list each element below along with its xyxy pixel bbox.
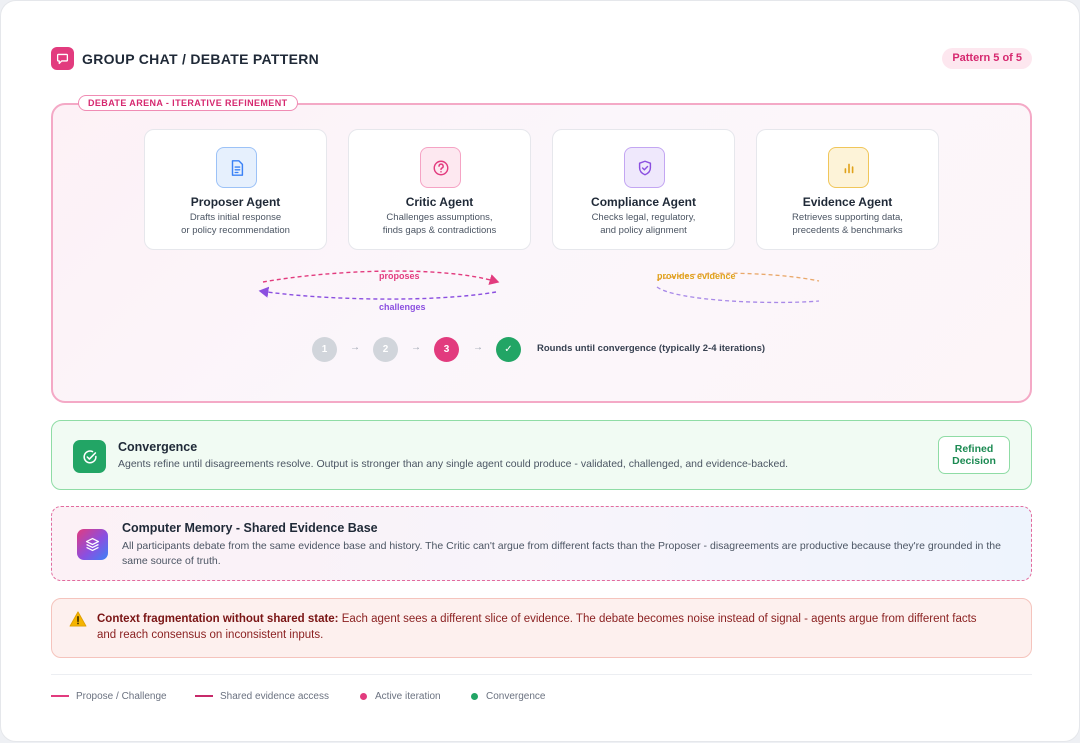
round-step-2: 2	[373, 337, 398, 362]
legend-dot-swatch	[360, 692, 367, 700]
rounds-caption: Rounds until convergence (typically 2-4 …	[537, 343, 766, 354]
agent-description: Challenges assumptions, finds gaps & con…	[382, 212, 497, 236]
pattern-badge: Pattern 5 of 5	[942, 48, 1032, 69]
evidence-arrow-bottom	[656, 286, 820, 304]
shared-memory-panel: Computer Memory - Shared Evidence Base A…	[51, 506, 1032, 581]
legend-shared-access: Shared evidence access	[195, 690, 329, 702]
agent-description: Drafts initial response or policy recomm…	[181, 212, 290, 236]
warning-text: Context fragmentation without shared sta…	[97, 613, 977, 641]
agent-description: Checks legal, regulatory, and policy ali…	[591, 212, 696, 236]
layers-icon	[77, 529, 108, 560]
check-circle-icon	[73, 440, 106, 473]
challenges-arrow	[258, 286, 497, 300]
legend-propose-challenge: Propose / Challenge	[51, 690, 167, 702]
arrow-right-icon: →	[411, 342, 421, 353]
legend-line-swatch	[51, 695, 69, 697]
memory-description: All participants debate from the same ev…	[122, 540, 1001, 567]
agent-name: Compliance Agent	[591, 195, 696, 209]
agent-card-critic: Critic Agent Challenges assumptions, fin…	[348, 129, 531, 250]
warning-icon	[69, 611, 87, 627]
challenges-label: challenges	[379, 302, 426, 312]
arrow-right-icon: →	[473, 342, 483, 353]
arena-tag: DEBATE ARENA - ITERATIVE REFINEMENT	[78, 95, 298, 111]
agent-card-compliance: Compliance Agent Checks legal, regulator…	[552, 129, 735, 250]
proposes-label: proposes	[379, 271, 420, 281]
agent-name: Critic Agent	[405, 195, 474, 209]
agent-name: Evidence Agent	[802, 195, 893, 209]
legend-convergence: Convergence	[471, 690, 545, 702]
chat-bubble-icon	[51, 47, 74, 70]
page-title: GROUP CHAT / DEBATE PATTERN	[82, 51, 320, 67]
agent-card-proposer: Proposer Agent Drafts initial response o…	[144, 129, 327, 250]
provides-evidence-label: provides evidence	[657, 271, 736, 281]
convergence-description: Agents refine until disagreements resolv…	[118, 458, 789, 470]
agent-card-evidence: Evidence Agent Retrieves supporting data…	[756, 129, 939, 250]
agent-description: Retrieves supporting data, precedents & …	[792, 212, 903, 236]
convergence-title: Convergence	[118, 440, 198, 454]
document-icon	[216, 147, 257, 188]
agent-name: Proposer Agent	[190, 195, 281, 209]
warning-panel: Context fragmentation without shared sta…	[51, 598, 1032, 658]
round-step-converged: ✓	[496, 337, 521, 362]
round-step-1: 1	[312, 337, 337, 362]
legend-dot-swatch	[471, 692, 478, 700]
evidence-arrow-top	[656, 272, 820, 282]
memory-title: Computer Memory - Shared Evidence Base	[122, 521, 378, 535]
convergence-panel: Convergence Agents refine until disagree…	[51, 420, 1032, 490]
legend-active-iteration: Active iteration	[360, 690, 441, 702]
shield-check-icon	[624, 147, 665, 188]
header: GROUP CHAT / DEBATE PATTERN Pattern 5 of…	[51, 47, 1032, 71]
round-step-3-active: 3	[434, 337, 459, 362]
legend-divider	[51, 674, 1032, 675]
question-icon	[420, 147, 461, 188]
arrow-right-icon: →	[350, 342, 360, 353]
bar-chart-icon	[828, 147, 869, 188]
proposes-arrow	[262, 270, 500, 285]
legend-line-swatch	[195, 695, 213, 697]
